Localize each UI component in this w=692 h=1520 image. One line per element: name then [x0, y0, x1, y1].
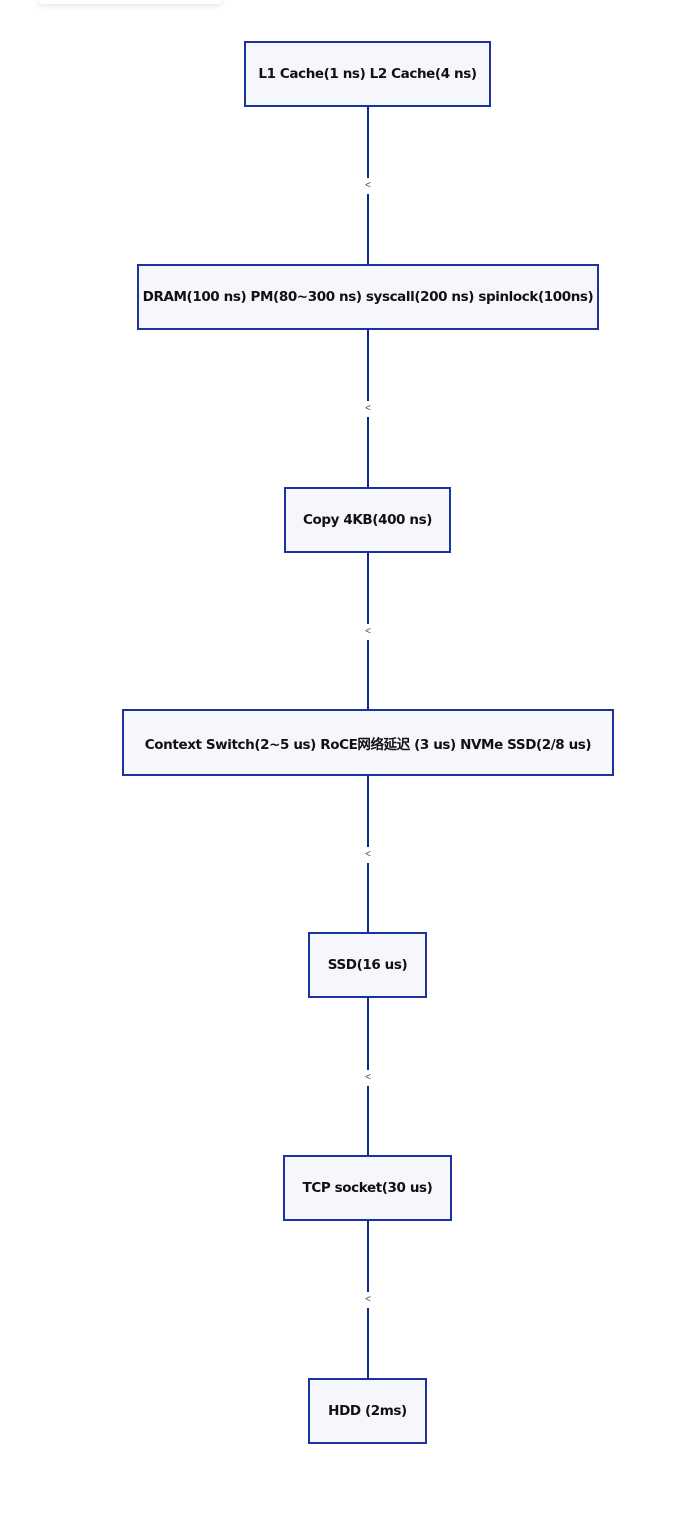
edge-label-6: <	[360, 1292, 376, 1308]
node-label: HDD (2ms)	[328, 1403, 407, 1419]
edge-label-5: <	[360, 1070, 376, 1086]
node-ssd: SSD(16 us)	[308, 932, 427, 998]
node-label: DRAM(100 ns) PM(80~300 ns) syscall(200 n…	[142, 289, 594, 305]
node-label: SSD(16 us)	[327, 957, 408, 973]
edge-label-3: <	[360, 624, 376, 640]
node-label: Context Switch(2~5 us) RoCE网络延迟 (3 us) N…	[144, 736, 592, 753]
top-panel-shadow	[38, 0, 222, 4]
node-tcp-socket: TCP socket(30 us)	[283, 1155, 452, 1221]
node-label: L1 Cache(1 ns) L2 Cache(4 ns)	[258, 66, 477, 82]
edge-label-1: <	[360, 178, 376, 194]
node-label: Copy 4KB(400 ns)	[303, 512, 432, 528]
node-dram-pm-syscall-spinlock: DRAM(100 ns) PM(80~300 ns) syscall(200 n…	[137, 264, 599, 330]
node-context-switch-roce-nvme: Context Switch(2~5 us) RoCE网络延迟 (3 us) N…	[122, 709, 614, 776]
node-copy-4kb: Copy 4KB(400 ns)	[284, 487, 451, 553]
edge-label-4: <	[360, 847, 376, 863]
node-l1-l2-cache: L1 Cache(1 ns) L2 Cache(4 ns)	[244, 41, 491, 107]
node-hdd: HDD (2ms)	[308, 1378, 427, 1444]
node-label: TCP socket(30 us)	[302, 1180, 433, 1196]
edge-label-2: <	[360, 401, 376, 417]
